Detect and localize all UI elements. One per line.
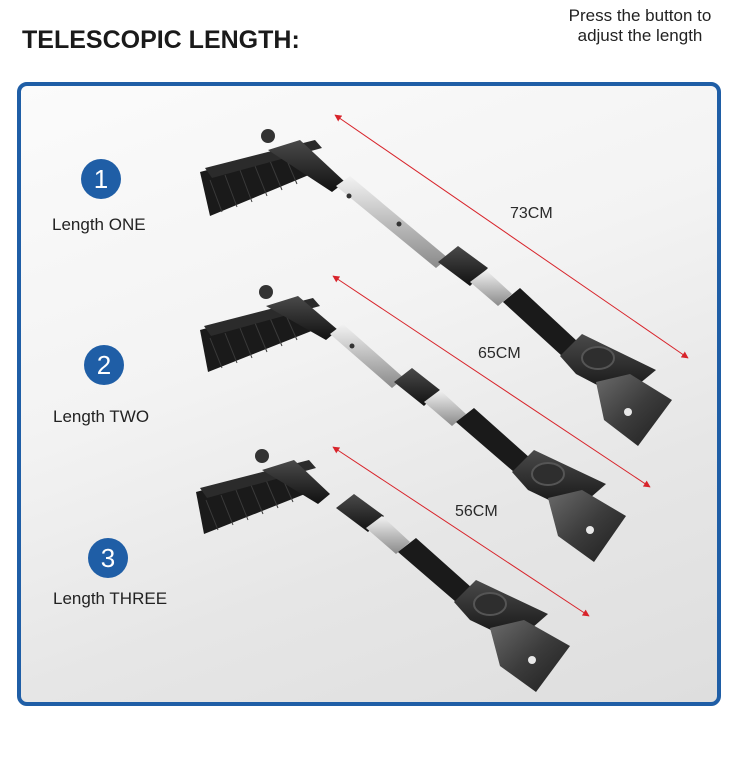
head-neck bbox=[262, 460, 330, 504]
lock-knob bbox=[261, 129, 275, 143]
scraper-hub bbox=[581, 346, 615, 370]
scraper-hole bbox=[586, 526, 594, 534]
foam-grip bbox=[398, 538, 472, 602]
adjust-button bbox=[396, 221, 402, 227]
page-title: TELESCOPIC LENGTH: bbox=[22, 26, 300, 54]
adjust-button bbox=[346, 193, 352, 199]
telescopic-pole bbox=[336, 176, 448, 268]
length-one-number-badge: 1 bbox=[81, 159, 121, 199]
adjust-note-line-1: Press the button to bbox=[568, 6, 712, 25]
length-one-measure: 73CM bbox=[510, 205, 553, 222]
adjust-button bbox=[349, 343, 355, 349]
scraper-hub bbox=[531, 462, 565, 486]
ice-scraper-blade bbox=[596, 374, 672, 446]
length-two-measure: 65CM bbox=[478, 345, 521, 362]
length-one-label: Length ONE bbox=[52, 215, 146, 234]
snow-brush-length-two bbox=[200, 285, 626, 562]
length-two-label: Length TWO bbox=[53, 407, 150, 426]
length-three-measure: 56CM bbox=[455, 503, 498, 520]
head-neck bbox=[268, 140, 345, 192]
dimension-line-length-two bbox=[332, 275, 651, 488]
foam-grip bbox=[456, 408, 530, 472]
adjust-note: Press the button to adjust the length bbox=[548, 6, 732, 46]
telescopic-pole bbox=[330, 324, 404, 388]
dimension-line-length-three bbox=[332, 446, 590, 617]
length-two-number-badge: 2 bbox=[84, 345, 124, 385]
snow-brush-length-three bbox=[196, 449, 570, 692]
scraper-hole bbox=[528, 656, 536, 664]
scraper-hole bbox=[624, 408, 632, 416]
ice-scraper-blade bbox=[548, 490, 626, 562]
length-three-label: Length THREE bbox=[53, 589, 168, 608]
length-three-number-badge: 3 bbox=[88, 538, 128, 578]
lock-knob bbox=[259, 285, 273, 299]
head-neck bbox=[266, 296, 338, 340]
ice-scraper-blade bbox=[490, 620, 570, 692]
scraper-hub bbox=[473, 592, 507, 616]
adjust-note-line-2: adjust the length bbox=[577, 26, 703, 45]
lock-knob bbox=[255, 449, 269, 463]
dimension-line-length-one bbox=[334, 114, 689, 359]
